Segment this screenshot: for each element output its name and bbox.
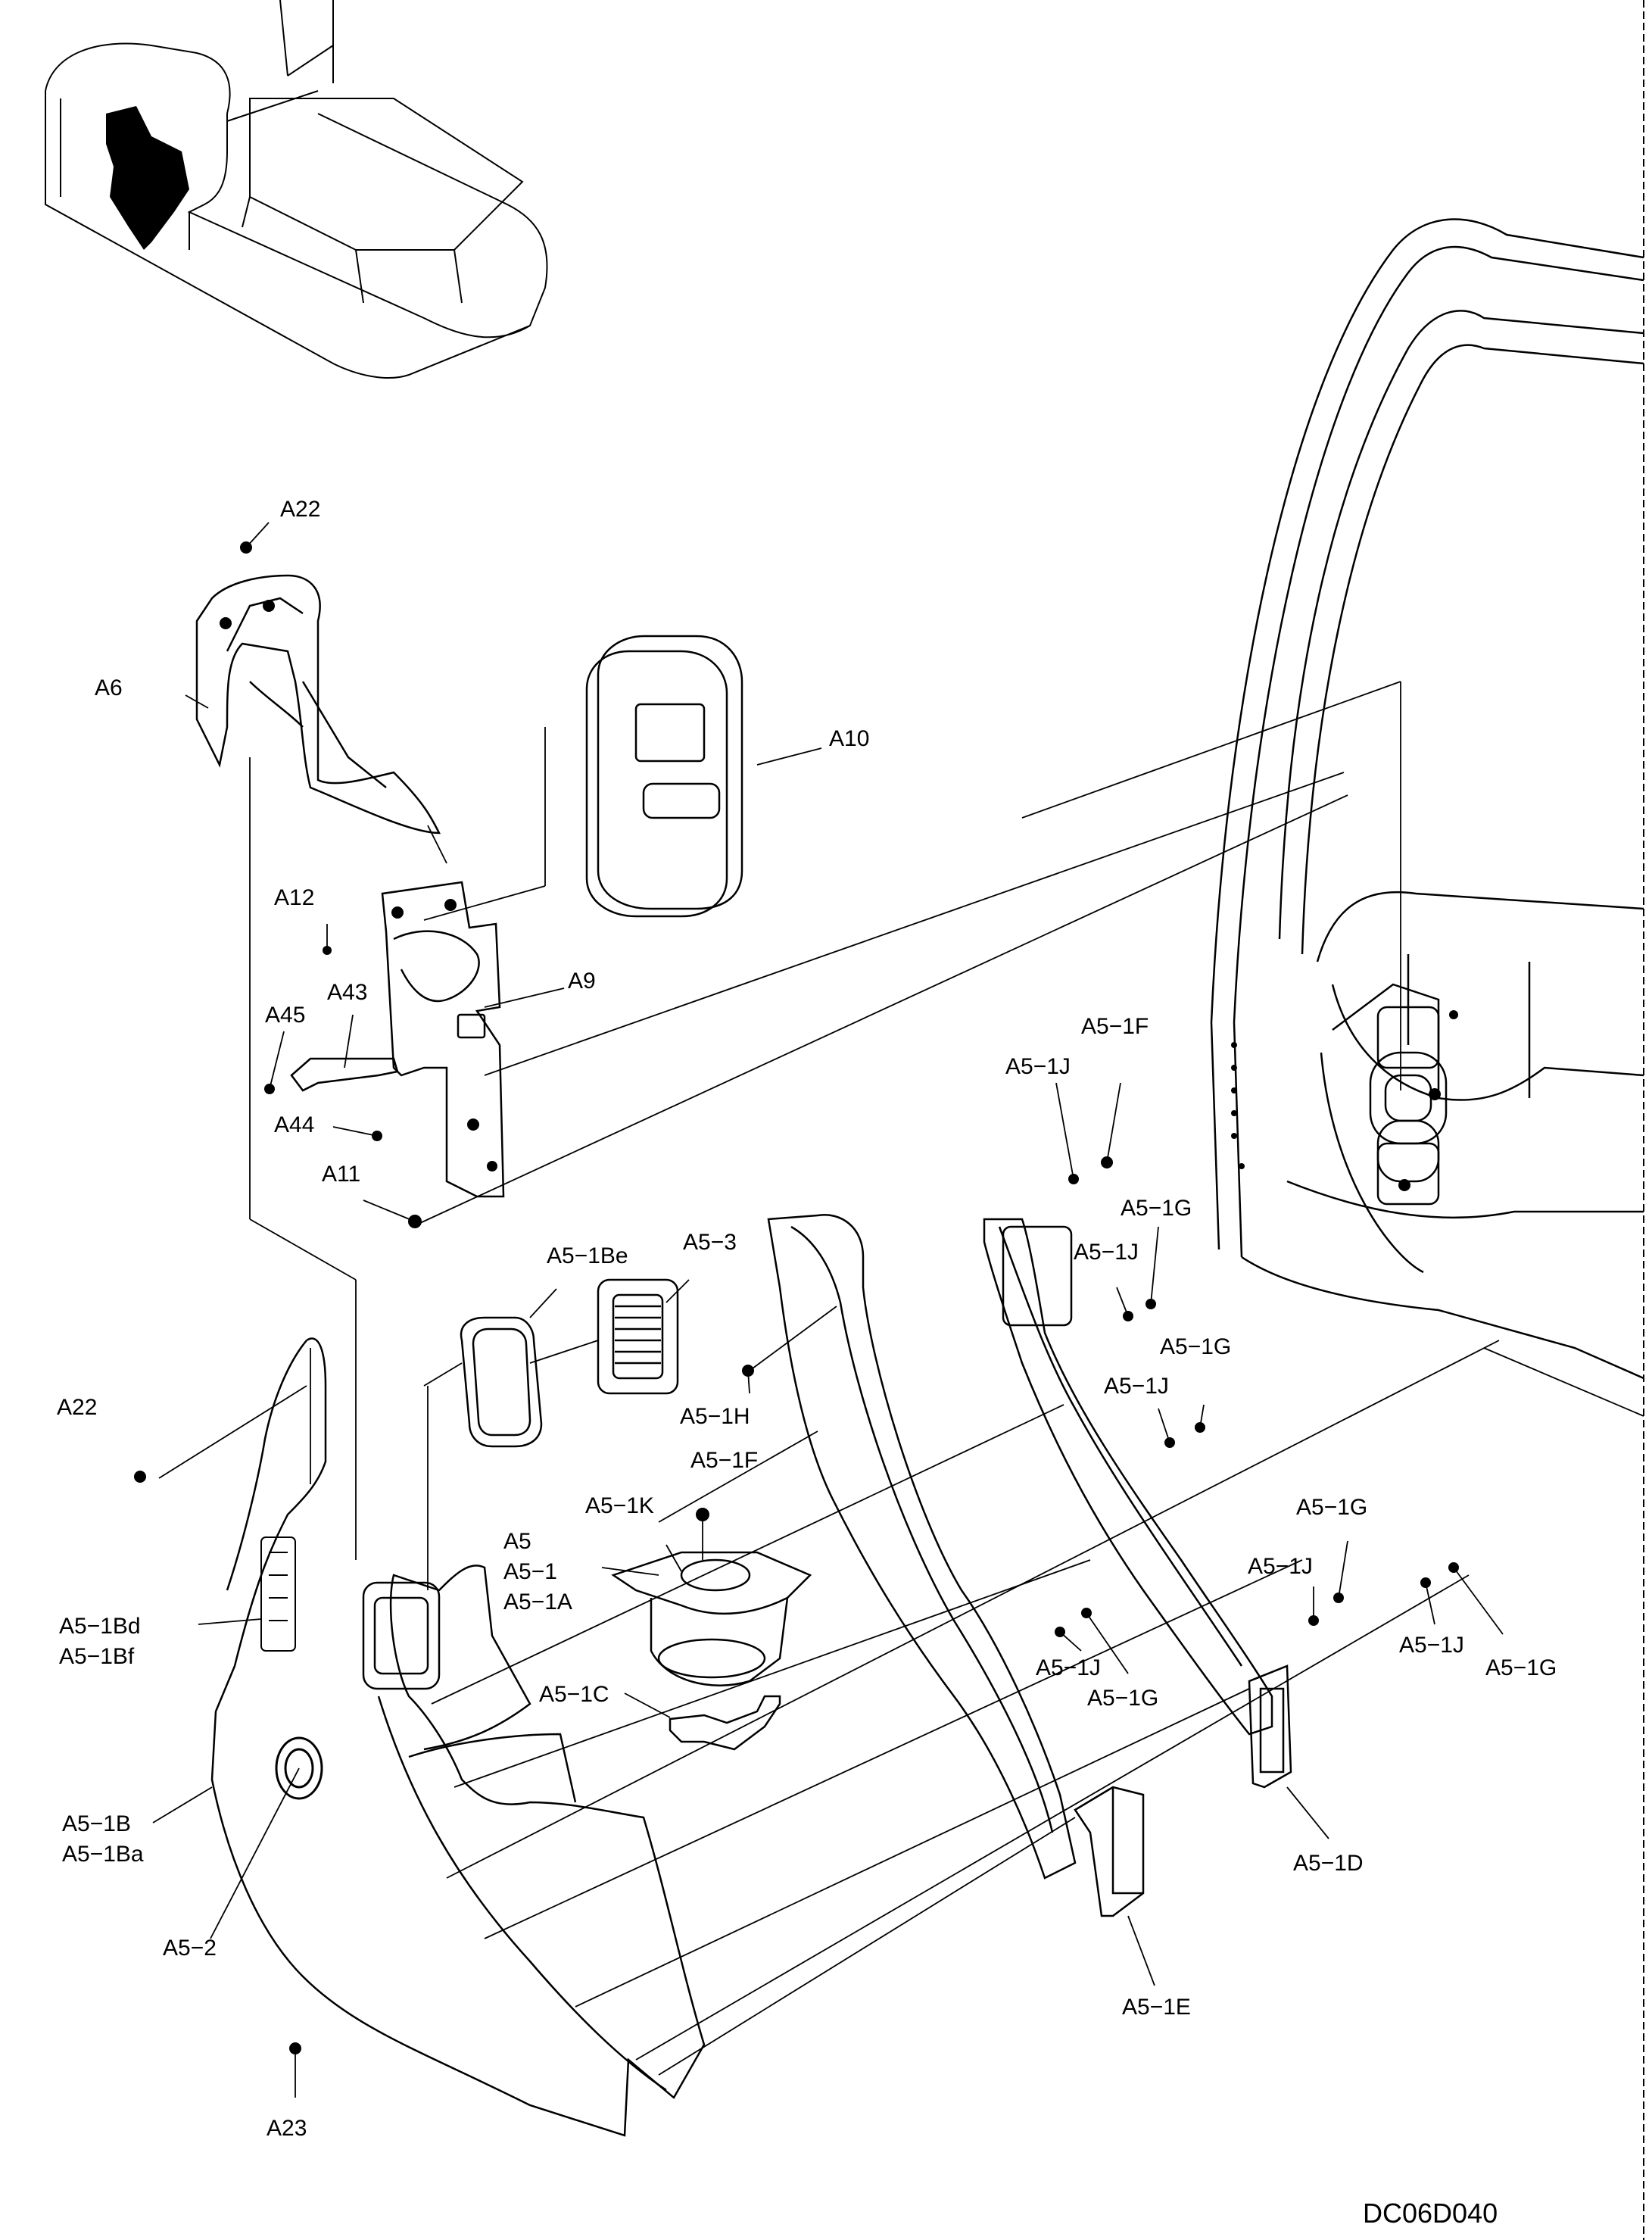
- fasteners-upper: [240, 541, 422, 1228]
- part-a9-bracket: [381, 881, 505, 1198]
- label-a5-1g-4: A5−1G: [1485, 1655, 1557, 1680]
- label-a5-1k: A5−1K: [585, 1493, 654, 1518]
- drawing-code: DC06D040: [1363, 2198, 1498, 2229]
- part-trim-strip-left: [767, 1214, 1077, 1880]
- label-a5-1j-3: A5−1J: [1104, 1374, 1169, 1399]
- label-a5-1b: A5−1B: [62, 1811, 131, 1836]
- cab-frame: [1210, 218, 1644, 1380]
- label-a5-1e: A5−1E: [1122, 1995, 1191, 2020]
- label-a5: A5: [503, 1529, 531, 1554]
- fasteners-lower: [134, 1156, 1459, 2054]
- label-a5-1: A5−1: [503, 1559, 557, 1584]
- label-a5-1f-top: A5−1F: [1081, 1014, 1149, 1039]
- label-a5-1d: A5−1D: [1293, 1851, 1364, 1876]
- label-a5-1a: A5−1A: [503, 1590, 572, 1614]
- label-a23: A23: [267, 2116, 307, 2141]
- part-a5-1bd-panel: [260, 1536, 296, 1652]
- callout-labels: A22 A6 A10 A12 A9 A43 A45 A44 A11 A5−1F …: [57, 497, 1557, 2229]
- label-a12: A12: [274, 885, 314, 910]
- label-a5-1ba: A5−1Ba: [62, 1842, 144, 1867]
- label-a5-1h: A5−1H: [680, 1404, 750, 1429]
- part-a5-1e-cap: [1074, 1786, 1145, 1917]
- label-a5-1j-2: A5−1J: [1074, 1240, 1139, 1265]
- label-a5-1j-5: A5−1J: [1399, 1633, 1464, 1658]
- assembly-lines: [249, 681, 1644, 2076]
- label-a43: A43: [327, 980, 367, 1005]
- locator-highlight: [106, 106, 189, 250]
- label-a5-1g-2: A5−1G: [1160, 1334, 1231, 1359]
- label-a5-1bd: A5−1Bd: [59, 1614, 141, 1639]
- part-a5-1c-bracket: [669, 1695, 781, 1751]
- label-a22-mid: A22: [57, 1395, 97, 1420]
- label-a5-1j-top: A5−1J: [1005, 1054, 1071, 1079]
- label-a5-1f-mid: A5−1F: [690, 1448, 758, 1473]
- a9-holes: [391, 899, 497, 1171]
- label-a5-1g-5: A5−1G: [1087, 1686, 1158, 1711]
- label-a5-2: A5−2: [163, 1936, 217, 1961]
- part-a5-2-grommet: [275, 1736, 323, 1800]
- label-a5-1bf: A5−1Bf: [59, 1644, 135, 1669]
- label-a5-1be: A5−1Be: [547, 1243, 628, 1268]
- label-a5-1g-3: A5−1G: [1296, 1495, 1367, 1520]
- part-trim-strip-right: [983, 1218, 1273, 1736]
- part-a10-display: [585, 635, 743, 918]
- label-a11: A11: [322, 1162, 360, 1187]
- label-a45: A45: [265, 1003, 305, 1028]
- label-a5-1g-1: A5−1G: [1121, 1196, 1192, 1221]
- label-a5-1c: A5−1C: [539, 1682, 609, 1707]
- part-a5-3-vent: [597, 1278, 679, 1395]
- locator-inset: [45, 0, 548, 379]
- cab-frame-holes: [1231, 1010, 1458, 1191]
- label-a5-1j-6: A5−1J: [1036, 1655, 1101, 1680]
- label-a6: A6: [95, 675, 123, 700]
- label-a44: A44: [274, 1112, 314, 1137]
- label-a5-3: A5−3: [683, 1230, 737, 1255]
- label-a22-top: A22: [280, 497, 320, 522]
- part-a6-upper-cover: [195, 574, 441, 835]
- label-a5-1j-4: A5−1J: [1248, 1554, 1313, 1579]
- part-a5-1b-lower-cover: [210, 1337, 706, 2137]
- label-a9: A9: [568, 969, 596, 994]
- part-a5-1d-cap: [1248, 1664, 1292, 1789]
- part-a5-1be-frame: [460, 1316, 543, 1448]
- part-a43-bracket: [290, 1057, 399, 1092]
- a6-holes: [220, 600, 275, 629]
- label-a10: A10: [829, 726, 869, 751]
